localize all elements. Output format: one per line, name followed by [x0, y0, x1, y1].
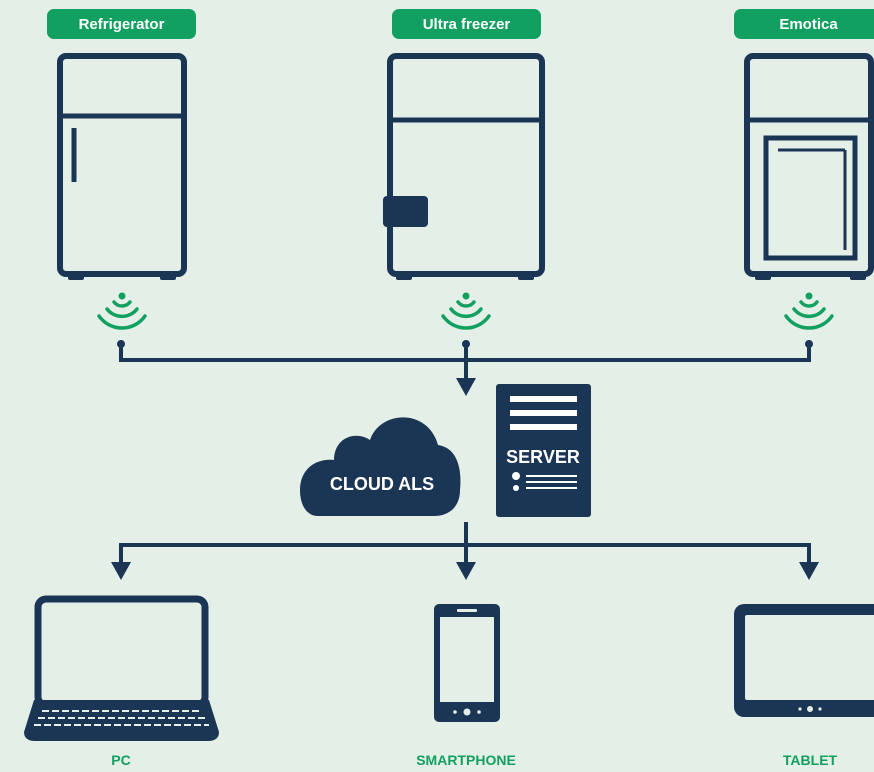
refrigerator-icon — [57, 53, 187, 280]
emotica-icon — [744, 53, 874, 280]
smartphone-label: SMARTPHONE — [416, 752, 516, 768]
laptop-icon — [24, 595, 219, 741]
pc-label: PC — [111, 752, 131, 768]
wifi-icon — [784, 292, 834, 330]
tablet-label: TABLET — [782, 752, 838, 768]
emotica-label: Emotica — [734, 9, 874, 39]
server-label: SERVER — [506, 447, 580, 467]
tablet-icon — [734, 604, 874, 717]
cloud-label: CLOUD ALS — [330, 474, 434, 494]
ultra-freezer-label: Ultra freezer — [392, 9, 541, 39]
refrigerator-label: Refrigerator — [47, 9, 196, 39]
device-connector — [111, 522, 819, 580]
appliance-connector — [117, 340, 813, 396]
ultra-freezer-icon — [383, 53, 545, 280]
wifi-icon — [441, 292, 491, 330]
server-icon — [496, 384, 591, 517]
wifi-icon — [97, 292, 147, 330]
smartphone-icon — [434, 604, 500, 722]
cloud-icon — [300, 417, 461, 516]
